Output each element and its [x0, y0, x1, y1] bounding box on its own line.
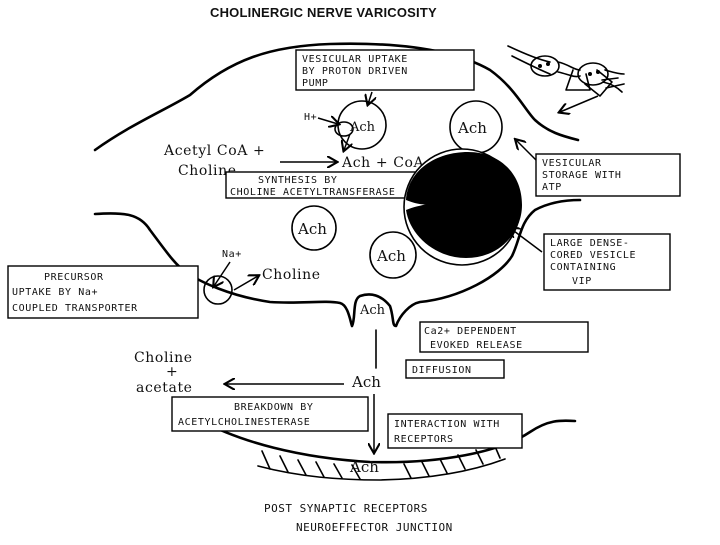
release-ach: Ach: [359, 303, 386, 318]
vesicular-uptake-box: [295, 49, 475, 91]
vesicle-ach-1: Ach: [349, 120, 376, 135]
dense-vesicle-box: [543, 233, 671, 291]
varicosity-membrane-top: [93, 42, 580, 152]
dense-core: [406, 152, 522, 258]
dense-vesicle-line-4: VIP: [572, 276, 592, 287]
vesicular-storage-line-3: ATP: [542, 182, 562, 193]
breakdown-line-2: ACETYLCHOLINESTERASE: [178, 417, 310, 428]
vesicular-uptake-line-3: PUMP: [302, 78, 328, 89]
ca-release-line-2: EVOKED RELEASE: [430, 340, 523, 351]
na-transporter: [203, 275, 233, 305]
cleft-ach: Ach: [351, 373, 381, 391]
neuron-inset-icon: [507, 45, 625, 97]
postsynaptic-receptor-hatching: [261, 443, 501, 480]
precursor-uptake-box: [7, 265, 199, 319]
choline-uptake-label: Choline: [262, 267, 321, 283]
synthesis-line-2: CHOLINE ACETYLTRANSFERASE: [230, 187, 396, 198]
interaction-line-1: INTERACTION WITH: [394, 419, 500, 430]
acetyl-coa-label: Acetyl CoA +: [163, 143, 265, 159]
dense-vesicle-line-3: CONTAINING: [550, 262, 616, 273]
vesicle-out-arrow: [344, 133, 350, 150]
na-plus-arrow: [214, 261, 231, 286]
postsynaptic-receptor-band: [257, 458, 506, 481]
inset-pointer-arrow: [560, 95, 599, 112]
h-plus-label: H+: [304, 112, 317, 123]
cytosol-vesicle-1: [291, 205, 337, 251]
synthesis-line-1: SYNTHESIS BY: [258, 175, 337, 186]
neuroeffector-label: NEUROEFFECTOR JUNCTION: [296, 521, 453, 534]
vesicular-uptake-line-1: VESICULAR UPTAKE: [302, 54, 408, 65]
vesicle-ach-2: Ach: [457, 119, 487, 137]
vesicular-storage-line-1: VESICULAR: [542, 158, 602, 169]
proton-pump: [334, 121, 354, 137]
precursor-line-3: COUPLED TRANSPORTER: [12, 303, 138, 314]
choline-product-label: Choline: [134, 350, 193, 366]
diffusion-label: DIFFUSION: [412, 365, 472, 376]
breakdown-line-1: BREAKDOWN BY: [234, 402, 313, 413]
precursor-line-1: PRECURSOR: [44, 272, 104, 283]
storage-pointer-arrow: [516, 140, 539, 163]
interaction-line-2: RECEPTORS: [394, 434, 454, 445]
vesicle-ach-3: Ach: [297, 220, 327, 238]
vesicular-uptake-line-2: BY PROTON DRIVEN: [302, 66, 408, 77]
dense-vesicle-line-2: CORED VESICLE: [550, 250, 636, 261]
dense-vesicle-pointer-arrow: [510, 228, 543, 253]
post-synaptic-label: POST SYNAPTIC RECEPTORS: [264, 502, 428, 515]
choline-uptake-arrow: [233, 276, 258, 291]
vesicular-storage-box: [535, 153, 681, 197]
vesicle-ach-4: Ach: [376, 247, 406, 265]
ca-release-box: [419, 321, 589, 353]
interaction-box: [387, 413, 523, 449]
ach-plus-coa-label: Ach + CoA: [341, 155, 425, 171]
acetate-product-label: acetate: [136, 380, 193, 396]
diagram-title: CHOLINERGIC NERVE VARICOSITY: [210, 5, 437, 20]
diffusion-box: [405, 359, 505, 379]
plus-product-label: +: [166, 364, 178, 380]
h-plus-arrow: [317, 118, 338, 124]
breakdown-box: [171, 396, 369, 432]
receptor-ach: Ach: [349, 458, 379, 476]
precursor-line-2: UPTAKE BY Na+: [12, 287, 98, 298]
cytosol-vesicle-2: [369, 231, 417, 279]
vesicular-storage-line-2: STORAGE WITH: [542, 170, 621, 181]
na-plus-label: Na+: [222, 249, 242, 260]
postsynaptic-membrane: [198, 418, 577, 464]
ca-release-line-1: Ca2+ DEPENDENT: [424, 326, 517, 337]
dense-vesicle-line-1: LARGE DENSE-: [550, 238, 629, 249]
choline-input-label: Choline: [178, 163, 237, 179]
